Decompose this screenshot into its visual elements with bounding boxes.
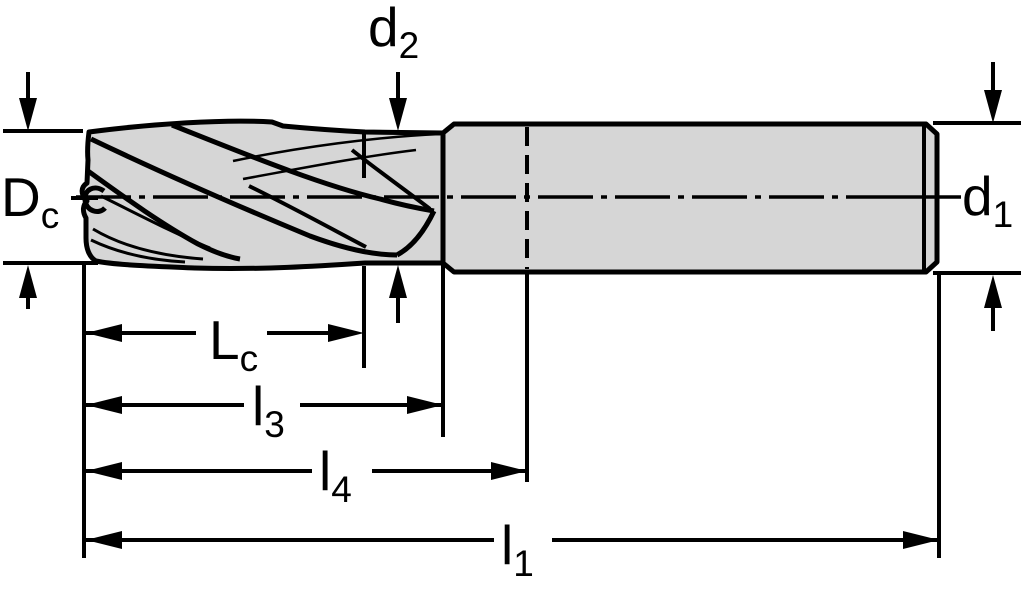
label-l1-subscript: 1 (513, 543, 534, 584)
tip-corner-arc-outer (92, 227, 204, 261)
label-cutting-length-lc: Lc (209, 309, 258, 378)
label-usable-length-l4: l4 (319, 440, 352, 509)
dimension-line-l3 (86, 396, 443, 414)
label-flute-length-l3: l3 (252, 375, 285, 444)
label-lc-subscript: c (239, 338, 259, 379)
arrow-d2-bottom (389, 265, 407, 323)
flute-edge-upper (171, 122, 435, 214)
dimension-line-l4 (86, 462, 527, 480)
shank (440, 121, 940, 275)
label-lc-base: L (209, 309, 240, 371)
arrow-d1-bottom (984, 275, 1002, 331)
end-mill-body (79, 118, 940, 275)
label-cutting-diameter-dc: Dc (1, 166, 59, 235)
flute-runout-upper-edge (350, 148, 432, 211)
flute-edge-mid (248, 184, 367, 249)
tip-gash-line (100, 194, 211, 250)
tip-corner-arc-inner (90, 238, 186, 264)
arrow-d1-top (984, 62, 1002, 123)
label-l3-base: l (252, 375, 265, 437)
flute-edge-main (89, 136, 398, 258)
extension-lines (3, 121, 1021, 558)
dimension-line-l1 (86, 531, 939, 549)
label-dc-base: D (1, 166, 41, 228)
label-l3-subscript: 3 (264, 404, 285, 445)
label-shank-diameter-d1: d1 (962, 165, 1013, 234)
flute-highlight-top (232, 132, 441, 163)
label-dc-subscript: c (40, 195, 60, 236)
label-d1-subscript: 1 (992, 194, 1014, 235)
dimension-lines (86, 324, 939, 549)
label-overall-length-l1: l1 (501, 514, 534, 583)
flute-highlight-mid (242, 148, 417, 181)
centerline (71, 195, 961, 200)
arrow-d2-top (389, 72, 407, 131)
label-l1-base: l (501, 514, 514, 576)
label-d2-base: d (368, 0, 399, 58)
arrow-dc-bottom (19, 265, 37, 309)
diameter-arrows (19, 62, 1002, 331)
label-l4-base: l (319, 440, 332, 502)
label-l4-subscript: 4 (331, 469, 352, 510)
flute-edges (82, 122, 441, 264)
label-neck-diameter-d2: d2 (368, 0, 419, 64)
label-d1-base: d (962, 165, 993, 227)
arrow-dc-top (19, 72, 37, 131)
dimension-line-lc (86, 324, 364, 342)
label-d2-subscript: 2 (398, 25, 420, 66)
flute-runout-lower-edge (395, 209, 437, 258)
